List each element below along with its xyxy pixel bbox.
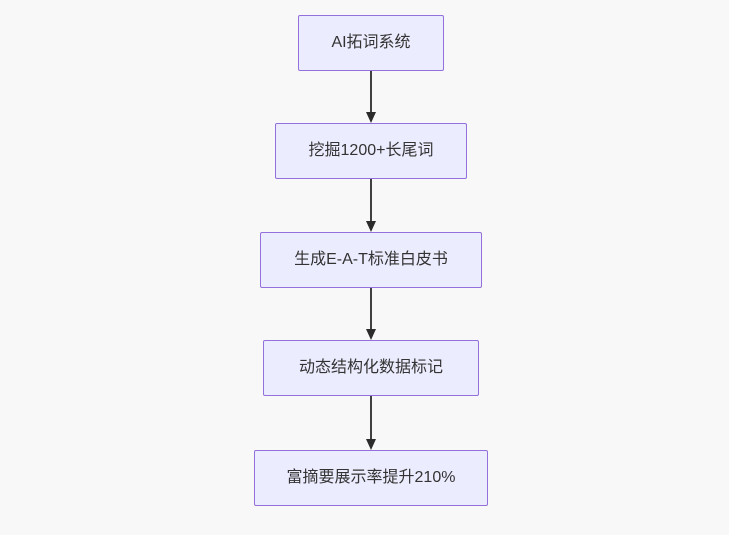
- flow-node-label: 生成E-A-T标准白皮书: [294, 251, 448, 268]
- flow-node-eat-whitepaper: 生成E-A-T标准白皮书: [260, 232, 482, 288]
- flow-node-longtail-mining: 挖掘1200+长尾词: [275, 123, 467, 179]
- flow-node-ai-keyword-system: AI拓词系统: [298, 15, 444, 71]
- flow-node-label: AI拓词系统: [331, 34, 411, 51]
- flow-node-label: 挖掘1200+长尾词: [308, 142, 434, 159]
- flow-node-label: 富摘要展示率提升210%: [286, 469, 456, 486]
- flow-arrow-1: [366, 71, 376, 123]
- flow-arrow-2: [366, 179, 376, 232]
- flow-arrow-4: [366, 396, 376, 450]
- flow-node-rich-snippet-rate: 富摘要展示率提升210%: [254, 450, 488, 506]
- flow-arrow-3: [366, 288, 376, 340]
- flow-node-structured-data-markup: 动态结构化数据标记: [263, 340, 479, 396]
- flow-node-label: 动态结构化数据标记: [298, 359, 443, 376]
